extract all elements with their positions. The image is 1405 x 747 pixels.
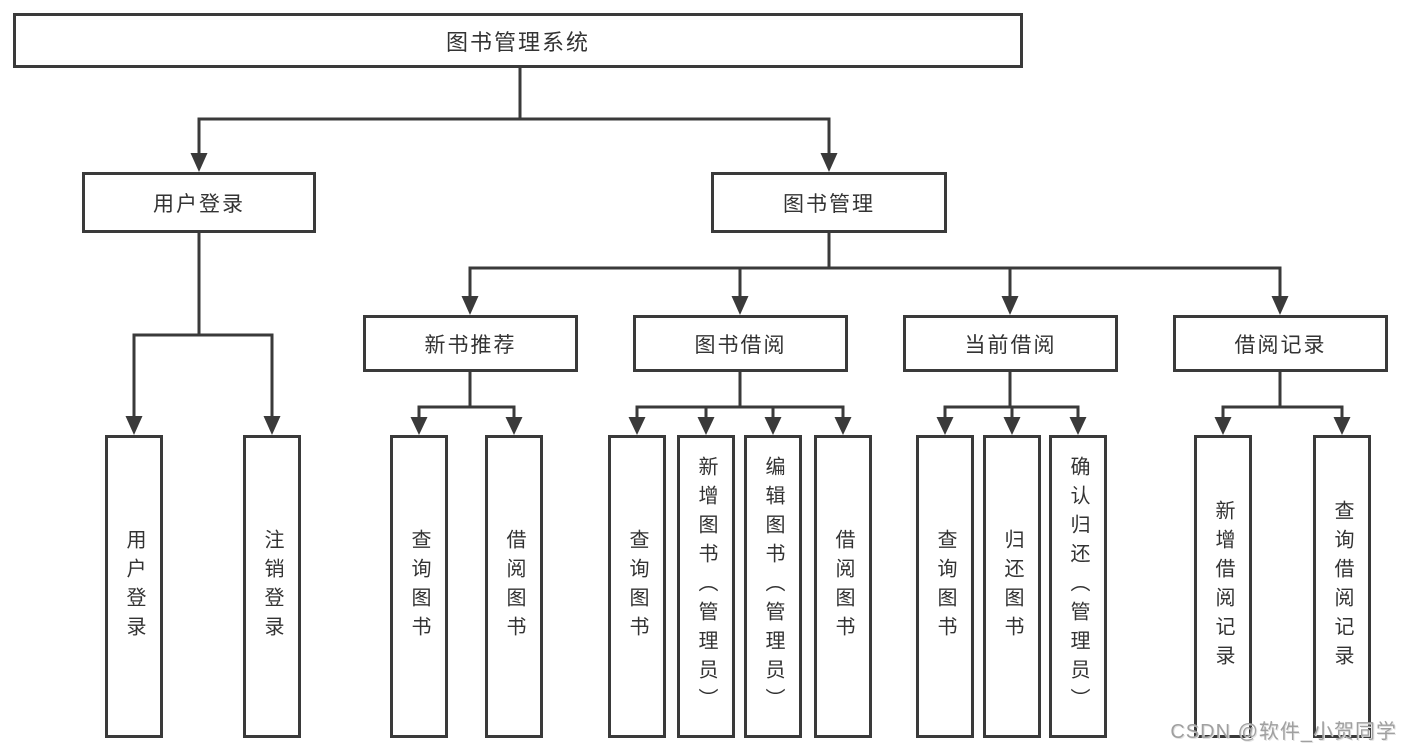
leaf-borrow-edit-book-admin: 编辑图书（管理员）	[744, 435, 802, 738]
node-root-label: 图书管理系统	[445, 29, 590, 55]
leaf-current-return-books: 归还图书	[983, 435, 1041, 738]
leaf-record-add-record: 新增借阅记录	[1194, 435, 1252, 738]
node-user-login-label: 用户登录	[153, 192, 245, 216]
node-root: 图书管理系统	[13, 13, 1023, 68]
leaf-borrow-add-book-admin: 新增图书（管理员）	[677, 435, 735, 738]
leaf-current-return-books-label: 归还图书	[1001, 528, 1023, 645]
leaf-recommend-query-books-label: 查询图书	[408, 528, 430, 645]
node-borrow-record-label: 借阅记录	[1234, 333, 1327, 357]
node-new-book-recommend: 新书推荐	[363, 315, 578, 372]
leaf-record-query-record: 查询借阅记录	[1313, 435, 1371, 738]
leaf-borrow-add-book-admin-label: 新增图书（管理员）	[695, 456, 717, 717]
leaf-record-query-record-label: 查询借阅记录	[1331, 499, 1353, 674]
leaf-logout-label: 注销登录	[261, 528, 283, 645]
node-book-management-label: 图书管理	[783, 192, 875, 216]
leaf-borrow-edit-book-admin-label: 编辑图书（管理员）	[762, 456, 784, 717]
leaf-borrow-query-books-label: 查询图书	[626, 528, 648, 645]
leaf-user-login-label: 用户登录	[123, 528, 145, 645]
leaf-current-query-books: 查询图书	[916, 435, 974, 738]
leaf-user-login: 用户登录	[105, 435, 163, 738]
node-user-login: 用户登录	[82, 172, 316, 233]
leaf-recommend-borrow-books: 借阅图书	[485, 435, 543, 738]
node-book-management: 图书管理	[711, 172, 947, 233]
leaf-current-confirm-return-admin: 确认归还（管理员）	[1049, 435, 1107, 738]
csdn-watermark: CSDN @软件_小贺同学	[1170, 721, 1397, 743]
node-new-book-recommend-label: 新书推荐	[424, 333, 517, 357]
leaf-recommend-query-books: 查询图书	[390, 435, 448, 738]
node-borrow-record: 借阅记录	[1173, 315, 1388, 372]
leaf-borrow-query-books: 查询图书	[608, 435, 666, 738]
leaf-record-add-record-label: 新增借阅记录	[1212, 499, 1234, 674]
leaf-recommend-borrow-books-label: 借阅图书	[503, 528, 525, 645]
leaf-current-confirm-return-admin-label: 确认归还（管理员）	[1067, 456, 1089, 717]
node-book-borrow-label: 图书借阅	[694, 333, 787, 357]
leaf-logout: 注销登录	[243, 435, 301, 738]
leaf-borrow-borrow-books-label: 借阅图书	[832, 528, 854, 645]
leaf-current-query-books-label: 查询图书	[934, 528, 956, 645]
node-current-borrow-label: 当前借阅	[964, 333, 1057, 357]
node-book-borrow: 图书借阅	[633, 315, 848, 372]
leaf-borrow-borrow-books: 借阅图书	[814, 435, 872, 738]
node-current-borrow: 当前借阅	[903, 315, 1118, 372]
